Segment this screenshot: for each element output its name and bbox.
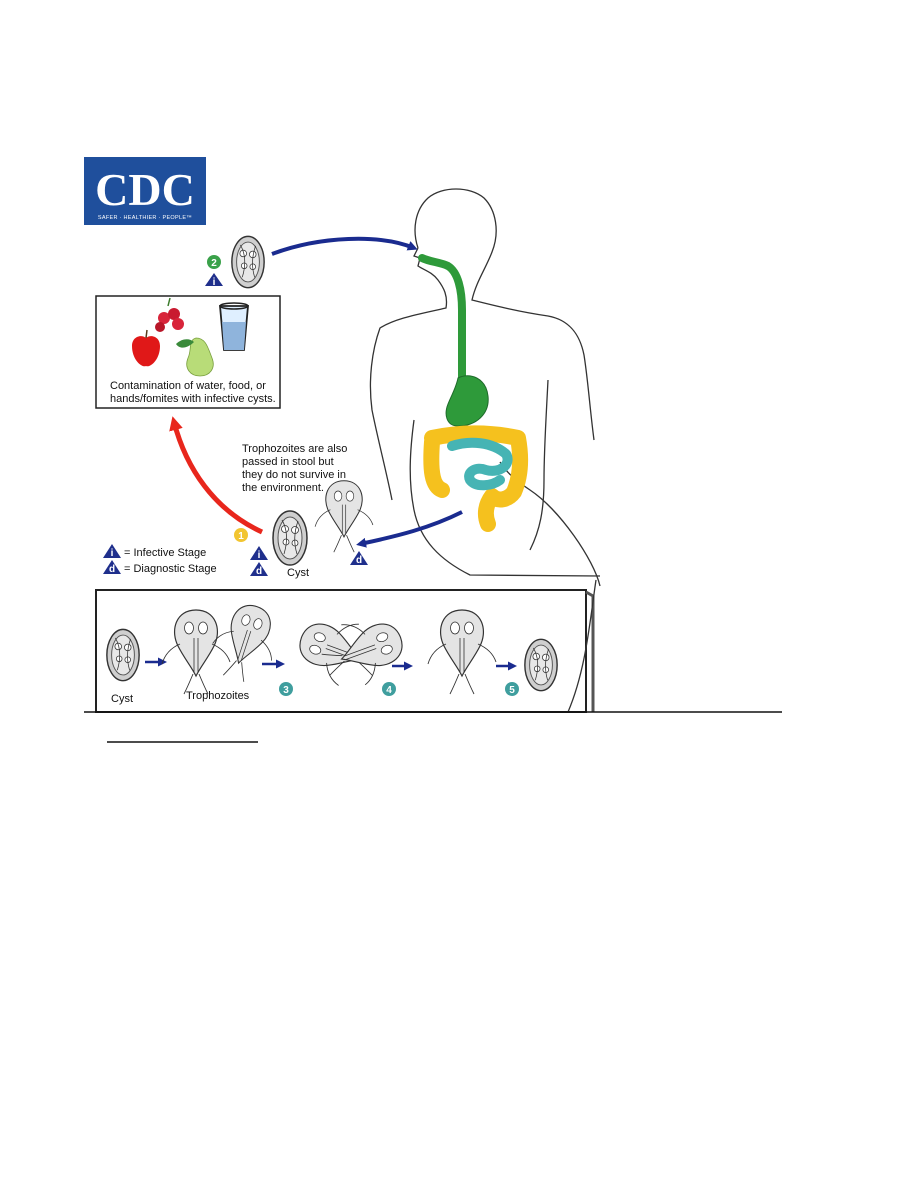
- giardia-cyst-icon: [272, 510, 308, 566]
- human-body-outline: [369, 188, 601, 587]
- diagnostic-triangle-icon: [103, 560, 121, 574]
- legend-diagnostic-label: = Diagnostic Stage: [124, 563, 217, 575]
- giardia-cyst-icon: [231, 235, 265, 289]
- trophozoite-note-line-3: they do not survive in: [242, 469, 346, 481]
- intestinal-stages-panel: Cyst Trophozoites 3 4 5: [95, 589, 595, 713]
- stage-1-badge: [234, 528, 248, 542]
- stage-3-number: 3: [283, 685, 289, 696]
- giardia-cyst-icon: [524, 638, 558, 692]
- stage-1-diagnostic-marker: d: [256, 566, 262, 577]
- small-intestine: [447, 437, 513, 491]
- stage-4-number: 4: [386, 685, 392, 696]
- stage-3-badge: [279, 682, 293, 696]
- giardia-cyst-icon: [106, 628, 140, 682]
- cdc-logo-background: [84, 157, 206, 225]
- body-connector-line: [567, 579, 597, 713]
- contamination-arrow: [169, 416, 264, 535]
- infective-triangle-icon: [103, 544, 121, 558]
- stage-1-group: 1 i d d Cyst: [234, 480, 374, 579]
- bottom-trophozoites-label: Trophozoites: [186, 690, 250, 702]
- excretion-arrow: [356, 510, 463, 548]
- legend-infective-label: = Infective Stage: [124, 547, 206, 559]
- trophozoite-note: Trophozoites are also passed in stool bu…: [242, 443, 347, 494]
- diagnostic-triangle-icon: [250, 562, 268, 576]
- apple-pear-raspberry-icon: [132, 297, 214, 377]
- contamination-frame: [95, 295, 281, 409]
- trophozoite-note-line-4: the environment.: [242, 482, 324, 494]
- infective-triangle-icon: [205, 273, 223, 286]
- water-glass-icon: [219, 302, 249, 351]
- stage-4-badge: [382, 682, 396, 696]
- stage-2-number: 2: [211, 258, 217, 269]
- stage-1-number: 1: [238, 531, 244, 542]
- panel-shadow: [585, 590, 595, 712]
- cdc-logo: CDC SAFER · HEALTHIER · PEOPLE™: [84, 157, 206, 225]
- cdc-logo-text: CDC: [95, 164, 195, 215]
- digestive-tract: [418, 254, 529, 532]
- legend-infective-marker: i: [111, 548, 114, 559]
- esophagus: [418, 254, 466, 384]
- stage-1-infective-marker: i: [258, 550, 261, 561]
- stage-5-number: 5: [509, 685, 515, 696]
- contamination-box: Contamination of water, food, or hands/f…: [95, 295, 281, 409]
- ingestion-arrow: [271, 236, 418, 256]
- trophozoite-note-line-1: Trophozoites are also: [242, 443, 347, 455]
- stomach: [445, 375, 489, 427]
- contamination-text-line-1: Contamination of water, food, or: [110, 380, 266, 392]
- contamination-text-line-2: hands/fomites with infective cysts.: [110, 393, 276, 405]
- stage-5-badge: [505, 682, 519, 696]
- diagnostic-triangle-icon: [350, 551, 368, 565]
- trophozoite-diagnostic-marker: d: [356, 555, 362, 566]
- stage-legend: i = Infective Stage d = Diagnostic Stage: [103, 544, 217, 575]
- stage-2-badge: [207, 255, 221, 269]
- legend-diagnostic-marker: d: [109, 564, 115, 575]
- bottom-cyst-label: Cyst: [111, 693, 133, 705]
- stage-2-infective-marker: i: [213, 277, 216, 288]
- stage-2-cyst: 2 i: [205, 235, 265, 289]
- infective-triangle-icon: [250, 546, 268, 560]
- trophozoite-note-line-2: passed in stool but: [242, 456, 334, 468]
- stage-1-cyst-label: Cyst: [287, 567, 309, 579]
- large-intestine: [423, 425, 529, 532]
- cdc-logo-tagline: SAFER · HEALTHIER · PEOPLE™: [98, 215, 192, 221]
